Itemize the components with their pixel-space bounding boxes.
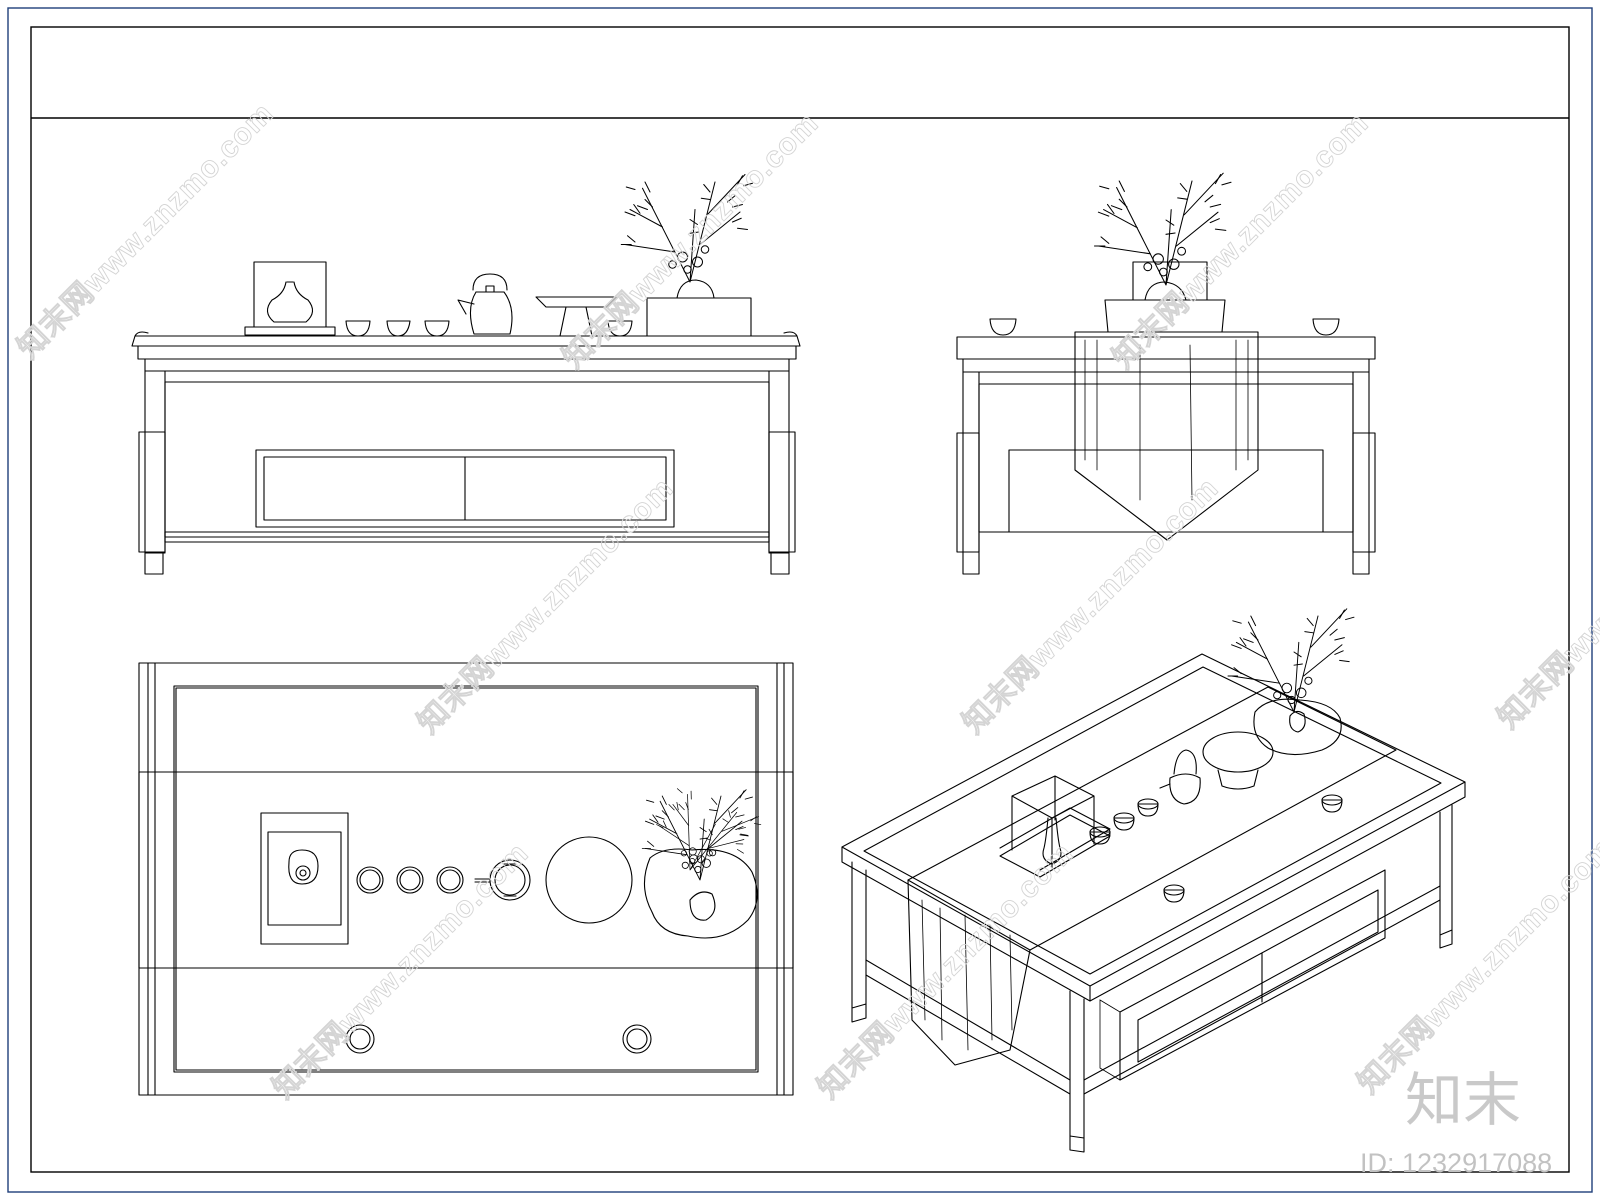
bonsai-side [1093,172,1232,333]
cups-isometric [1089,794,1343,903]
fruit-stand-plan [545,836,633,924]
tea-table-front [131,331,801,575]
image-id-label: ID: 1232917088 [1360,1148,1552,1178]
tea-tray-plan [260,812,349,945]
legs-plan [345,1024,652,1054]
table-runner-isometric [907,686,1397,1066]
cups-plan [356,866,464,894]
cups-side [989,318,1340,336]
bonsai-plan [641,778,764,939]
plan-view [138,662,794,1096]
drawing-frame [7,7,1593,1193]
fruit-stand-front [535,296,617,337]
brand-logo: 知末 [1405,1068,1521,1133]
watermark-text: 知末网www.znzmo.com [1107,107,1375,375]
watermark-text: 知末网www.znzmo.com [1492,467,1600,735]
watermark-text: 知末网www.znzmo.com [412,472,680,740]
watermarks: 知末网www.znzmo.com 知末网www.znzmo.com 知末网www… [11,96,1600,1105]
tea-table-side [956,336,1376,575]
teapot-isometric [1159,749,1201,805]
watermark-text: 知末网www.znzmo.com [1352,832,1600,1100]
tea-cups-front [345,320,633,337]
table-runner-side [1074,331,1259,541]
side-elevation-view [956,172,1376,575]
watermark-text: 知末网www.znzmo.com [557,107,825,375]
square-frame-with-vase [244,261,336,336]
watermark-text: 知末网www.znzmo.com [957,472,1225,740]
isometric-view [841,608,1466,1153]
tea-table-plan [138,662,794,1096]
bonsai-isometric [1227,608,1355,756]
brand-badge: 知末 ID: 1232917088 [1360,1068,1552,1178]
bonsai-planter-front [620,174,753,337]
fruit-stand-isometric [1202,731,1274,790]
watermark-text: 知末网www.znzmo.com [12,97,280,365]
teapot-front [457,273,513,335]
front-elevation-view [131,174,801,575]
teapot-plan [474,859,531,901]
